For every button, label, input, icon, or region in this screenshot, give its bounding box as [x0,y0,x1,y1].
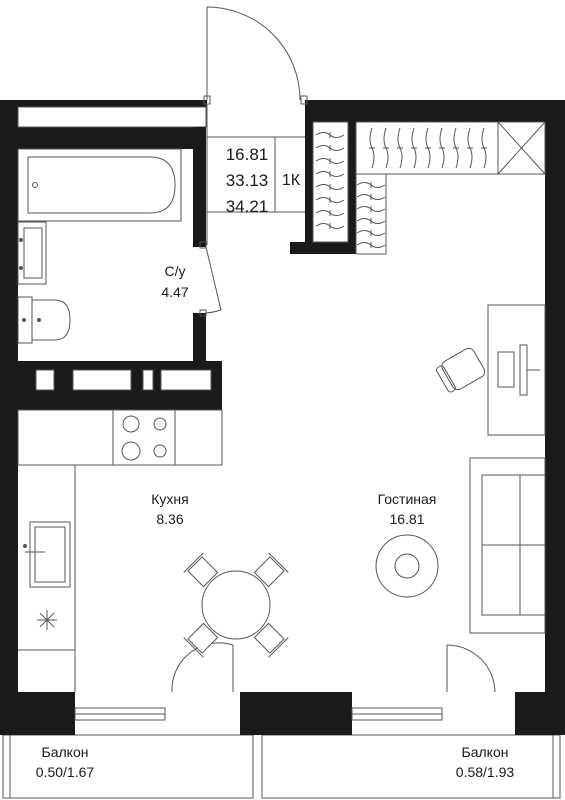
asterisk-icon [37,610,57,630]
balcony-right-area: 0.58/1.93 [455,764,515,780]
entrance-door [203,6,308,245]
rug-icon [375,534,439,598]
kitchen-counter [17,409,223,692]
balcony-door-right [446,644,496,693]
hanger [315,184,345,190]
hanger [356,218,386,224]
hanger [425,127,431,169]
hanger [315,197,345,203]
bathtub-icon [17,148,182,222]
bathroom-door [199,241,222,317]
wardrobe-walls [290,122,356,254]
total-area-balconies-value: 34.21 [225,197,269,216]
hanger [315,210,345,216]
room-type-label: 1К [281,172,301,189]
kitchen-area: 8.36 [156,511,184,527]
partition-openings [35,369,212,391]
total-area-value: 33.13 [225,171,269,190]
hanger [467,127,473,169]
hanger [481,127,487,169]
hanger [411,127,417,169]
bathroom-area: 4.47 [161,284,189,300]
exterior-walls [0,100,565,735]
hanger [315,171,345,177]
hanger [356,242,386,248]
hanger [356,182,386,188]
hanger [315,223,345,229]
hanger [369,127,375,169]
bathroom-name: С/у [164,263,186,279]
hanger [356,230,386,236]
windows [17,106,443,721]
balcony-left-name: Балкон [41,744,89,760]
living-room-area: 16.81 [389,511,425,527]
living-area-value: 16.81 [225,145,269,164]
toilet-icon [17,296,71,344]
balcony-door-left [171,642,234,693]
hanger [439,127,445,169]
balcony-right-name: Балкон [461,744,509,760]
dining-table-icon [183,552,289,658]
kitchen-sink-icon [23,521,71,588]
sink-icon [17,221,47,285]
wardrobe-hangers [315,127,487,248]
hanger [356,206,386,212]
living-room-name: Гостиная [377,491,437,507]
hanger [383,127,389,169]
hanger [397,127,403,169]
hanger [453,127,459,169]
stove-icon [121,415,167,461]
hanger [356,194,386,200]
sofa-icon [469,457,546,634]
balcony-left-area: 0.50/1.67 [35,764,95,780]
kitchen-name: Кухня [151,491,189,507]
balcony-outline [2,734,561,799]
wardrobe-icon [312,121,546,255]
hanger [315,132,345,138]
hanger [315,158,345,164]
desk-icon [436,304,546,436]
hanger [315,145,345,151]
